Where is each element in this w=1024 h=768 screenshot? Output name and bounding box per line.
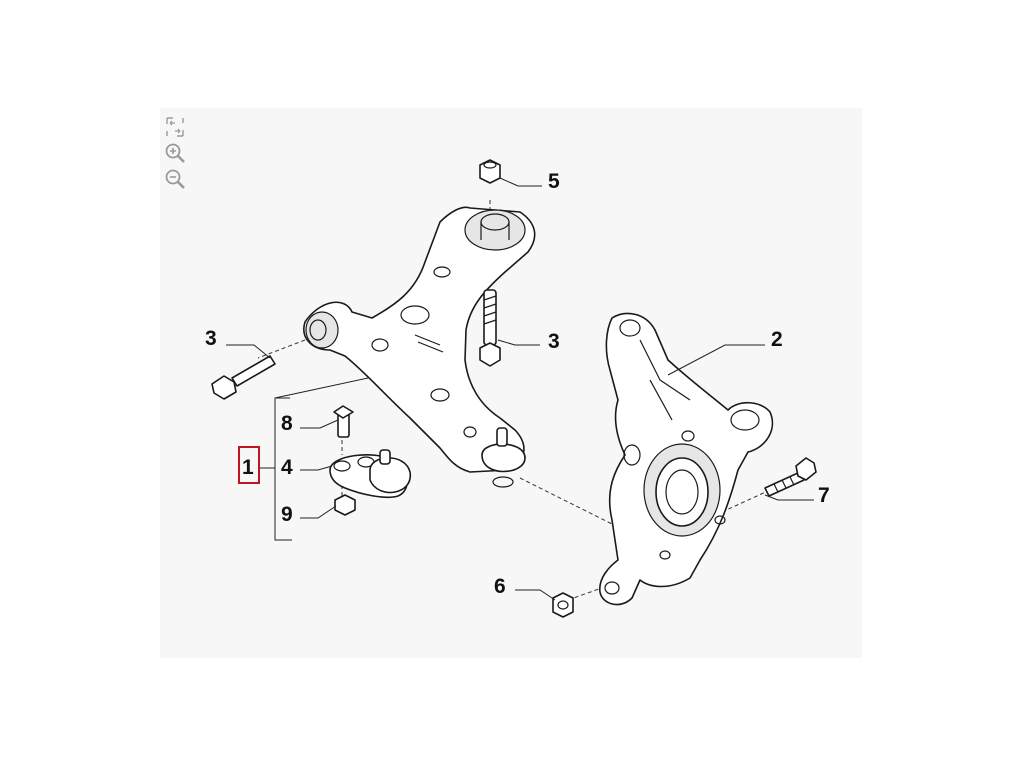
nut-6 [552, 592, 574, 618]
alignment-line [519, 477, 621, 529]
zoom-in-icon[interactable] [163, 141, 187, 165]
alignment-line [257, 339, 306, 359]
steering-knuckle [599, 312, 774, 606]
callout-3-right[interactable]: 3 [548, 330, 560, 353]
leader-line [515, 589, 556, 601]
alignment-line [721, 489, 771, 513]
ball-joint-4 [329, 449, 411, 499]
bolt-3-right [479, 289, 501, 367]
callout-3-left[interactable]: 3 [205, 327, 217, 350]
zoom-out-icon[interactable] [163, 167, 187, 191]
bolt-8 [333, 405, 354, 438]
leader-line [226, 344, 271, 359]
callout-8[interactable]: 8 [281, 412, 293, 435]
fit-page-icon[interactable] [163, 115, 187, 139]
callout-9[interactable]: 9 [281, 503, 293, 526]
nut-5 [479, 159, 501, 184]
leader-line [274, 377, 369, 399]
leader-line [300, 419, 339, 429]
assembly-bracket [274, 397, 292, 541]
bolt-7 [764, 457, 817, 497]
leader-line [300, 465, 333, 471]
callout-1-highlight-box [238, 446, 260, 484]
viewer-toolbar [163, 115, 189, 193]
control-arm [303, 206, 536, 473]
bolt-3-left [211, 355, 276, 400]
callout-6[interactable]: 6 [494, 575, 506, 598]
callout-4[interactable]: 4 [281, 456, 293, 479]
callout-5[interactable]: 5 [548, 170, 560, 193]
leader-line [499, 177, 542, 187]
callout-1[interactable]: 1 [242, 456, 254, 479]
leader-line [764, 494, 814, 501]
leader-line [300, 505, 337, 519]
diagram-viewer [160, 108, 862, 658]
callout-7[interactable]: 7 [818, 484, 830, 507]
leader-line [667, 344, 765, 376]
arm-ball-joint [481, 427, 526, 488]
callout-2[interactable]: 2 [771, 328, 783, 351]
leader-line [497, 339, 540, 346]
nut-9 [334, 494, 356, 516]
